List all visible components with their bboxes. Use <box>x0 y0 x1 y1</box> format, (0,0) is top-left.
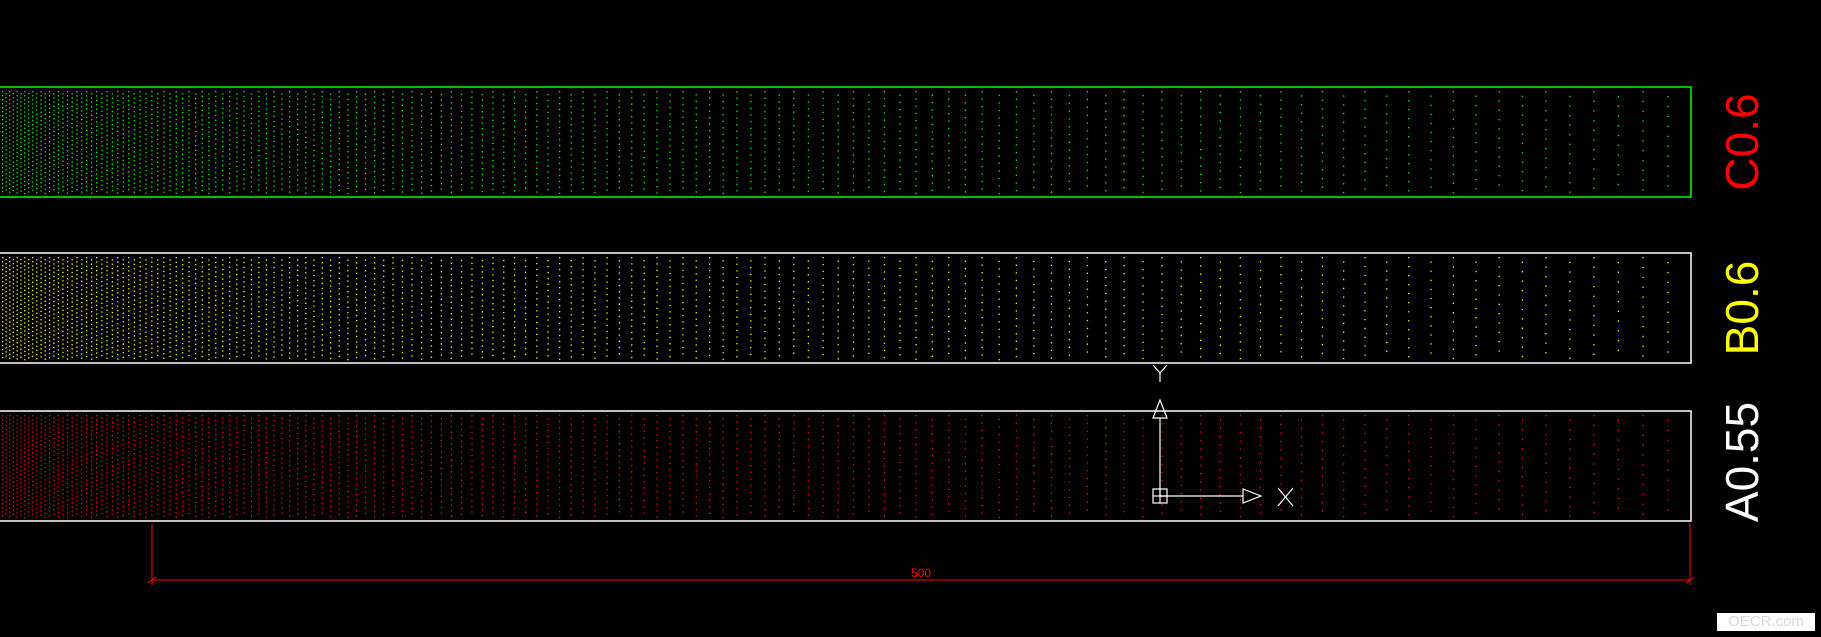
ucs-icon[interactable] <box>1152 364 1294 507</box>
panel-a-dot-pattern <box>2 415 1669 519</box>
panel-b-label: B0.6 <box>1716 261 1768 356</box>
panel-c-dot-pattern <box>2 91 1669 195</box>
panel-b[interactable]: B0.6 <box>0 252 1768 364</box>
panel-a[interactable]: A0.55 <box>0 402 1768 522</box>
ucs-x-arrow-icon <box>1242 488 1263 504</box>
dimension-tick-right <box>1685 576 1695 584</box>
ucs-x-letter-icon <box>1277 487 1294 507</box>
dimension-tick-left <box>147 576 157 584</box>
panel-c-border <box>0 86 1692 198</box>
panel-a-border <box>0 410 1692 522</box>
panel-c-label: C0.6 <box>1716 93 1768 190</box>
watermark: OECR.com <box>1717 613 1815 631</box>
panel-b-border <box>0 252 1692 364</box>
dimension-annotation[interactable] <box>147 524 1695 585</box>
ucs-y-arrow-icon <box>1152 398 1168 419</box>
dimension-value: 500 <box>911 566 931 580</box>
ucs-y-letter-icon <box>1152 364 1168 382</box>
panel-c[interactable]: C0.6 <box>0 86 1768 198</box>
panel-b-dot-pattern <box>2 257 1669 361</box>
panel-a-label: A0.55 <box>1716 402 1768 522</box>
